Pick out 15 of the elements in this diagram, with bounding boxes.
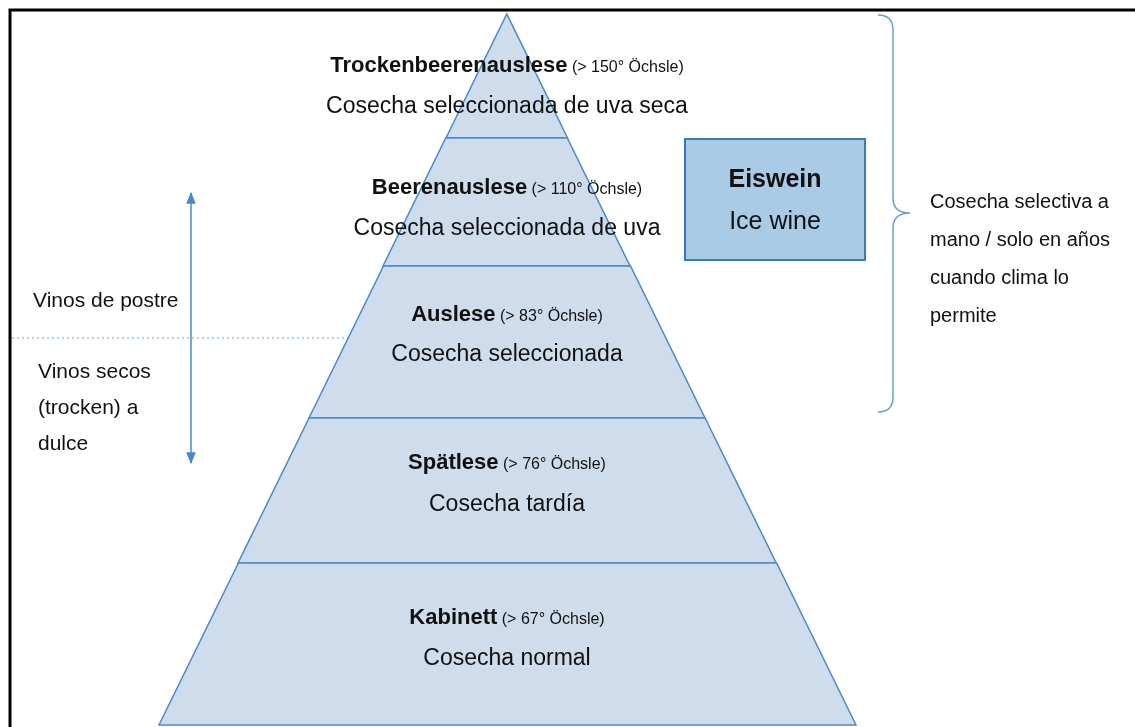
tier-description: Cosecha seleccionada [391, 340, 623, 367]
tier-description: Cosecha normal [423, 644, 591, 671]
pyramid-tier [158, 563, 856, 725]
pyramid-tier [308, 266, 705, 418]
box-title: Eiswein [727, 164, 823, 193]
tier-description: Cosecha tardía [429, 490, 585, 517]
side-label: Vinos de postre [33, 287, 180, 313]
tier-heading: Auslese (> 83° Öchsle) [411, 301, 603, 327]
side-label: Vinos secos (trocken) a dulce [38, 358, 152, 456]
pyramid-tier [237, 418, 777, 563]
bracket-note: Cosecha selectiva a mano / solo en años cuando clima lo permite [930, 189, 1112, 328]
tier-heading: Kabinett (> 67° Öchsle) [409, 604, 605, 630]
tier-heading: Spätlese (> 76° Öchsle) [408, 449, 606, 475]
category-box [684, 138, 866, 261]
box-subtitle: Ice wine [728, 206, 822, 235]
